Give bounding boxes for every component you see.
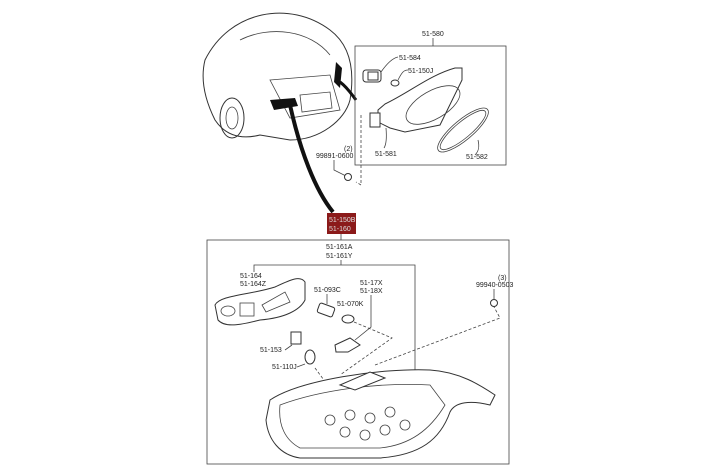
part-label-bulb-large[interactable]: 51-110J	[272, 364, 297, 371]
nut-qty-label-lower: (3)	[498, 275, 507, 282]
cover-plate-part[interactable]	[214, 278, 306, 326]
part-label-socket-large[interactable]: 51-153	[260, 347, 282, 354]
part-label-cover[interactable]: 51-164	[240, 273, 262, 280]
part-label-socket-small[interactable]: 51-093C	[314, 287, 341, 294]
part-label-housing[interactable]: 51-581	[375, 151, 397, 158]
side-socket-part[interactable]	[334, 337, 361, 353]
part-label-assembly[interactable]: 51-580	[422, 31, 444, 38]
part-label-socket-17[interactable]: 51-17X	[360, 280, 383, 287]
part-label-nut[interactable]: 99891-0600	[316, 153, 353, 160]
socket-part[interactable]	[362, 69, 382, 83]
part-label-socket-18[interactable]: 51-18X	[360, 288, 383, 295]
part-label-bulb[interactable]: 51-150J	[408, 68, 433, 75]
upper-assembly-box: 51-580 51-584 51-150J 51-581 51-582 (2) …	[316, 31, 507, 186]
gasket-part[interactable]	[432, 102, 494, 158]
part-label-lamp-a[interactable]: 51-161A	[326, 244, 353, 251]
large-bulb-part[interactable]	[304, 349, 316, 365]
car-rear-illustration	[202, 12, 358, 214]
highlighted-label-line1[interactable]: 51-150B	[329, 217, 356, 224]
part-label-socket[interactable]: 51-584	[399, 55, 421, 62]
highlighted-part-label[interactable]: 51-150B 51-160	[327, 213, 356, 240]
part-label-nut-lower[interactable]: 99940-0503	[476, 282, 513, 289]
part-label-cover-z[interactable]: 51-164Z	[240, 281, 267, 288]
highlighted-label-line2[interactable]: 51-160	[329, 226, 351, 233]
nut-part[interactable]	[344, 173, 352, 181]
small-bulb-part[interactable]	[341, 314, 355, 324]
tail-lamp-body[interactable]	[265, 369, 496, 459]
housing-part[interactable]	[369, 67, 466, 133]
small-socket-part[interactable]	[316, 302, 336, 318]
part-label-lamp-y[interactable]: 51-161Y	[326, 253, 353, 260]
lower-assembly-box: 51-161A 51-161Y 51-164 51-164Z 51-093C 5…	[206, 239, 510, 465]
bulb-part[interactable]	[390, 79, 400, 87]
part-label-bulb-small[interactable]: 51-070K	[337, 301, 364, 308]
nut-qty-label: (2)	[344, 146, 353, 153]
large-socket-part[interactable]	[290, 331, 302, 345]
nut-part-lower[interactable]	[490, 299, 498, 307]
part-label-gasket[interactable]: 51-582	[466, 154, 488, 161]
